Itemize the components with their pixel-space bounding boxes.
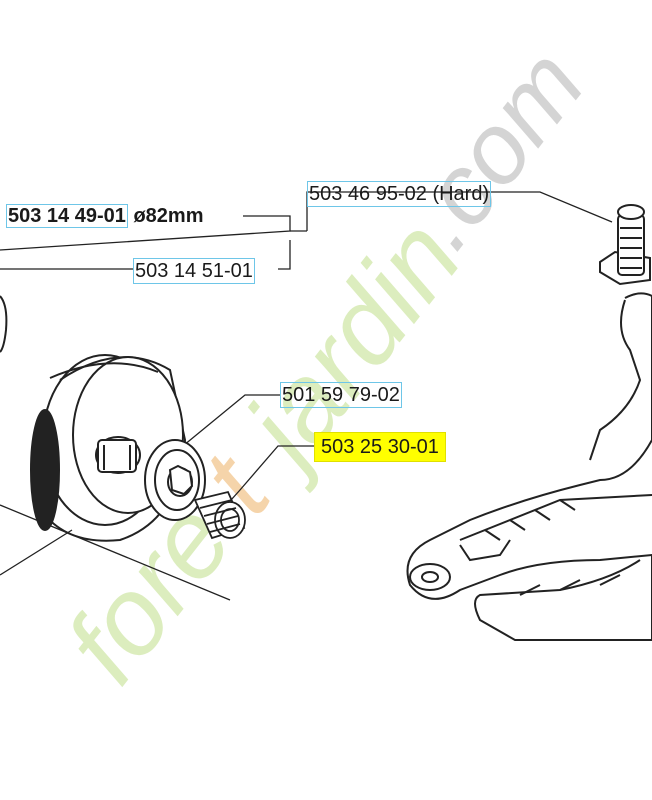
label-drum-alt-text: 503 14 51-01 — [135, 260, 253, 282]
oil-pump-illustration — [599, 204, 651, 286]
label-needle-bearing: 503 25 30-01 — [314, 432, 446, 462]
left-edge-part — [0, 295, 8, 353]
label-clutch-drum-spec: ø82mm — [133, 205, 204, 227]
leader-lines — [0, 191, 613, 601]
label-oil-pump-text: 503 46 95-02 (Hard) — [309, 183, 490, 205]
crankcase-illustration — [406, 292, 652, 641]
label-washer-text: 501 59 79-02 — [282, 384, 400, 406]
label-clutch-drum: 503 14 49-01 ø82mm — [6, 204, 203, 228]
label-clutch-drum-number: 503 14 49-01 — [6, 204, 128, 228]
label-oil-pump: 503 46 95-02 (Hard) — [307, 181, 492, 207]
label-washer: 501 59 79-02 — [280, 382, 402, 408]
label-needle-bearing-text: 503 25 30-01 — [321, 436, 439, 458]
needle-bearing-illustration — [193, 490, 246, 540]
label-drum-alt: 503 14 51-01 — [133, 258, 255, 284]
washer-illustration — [144, 439, 206, 521]
